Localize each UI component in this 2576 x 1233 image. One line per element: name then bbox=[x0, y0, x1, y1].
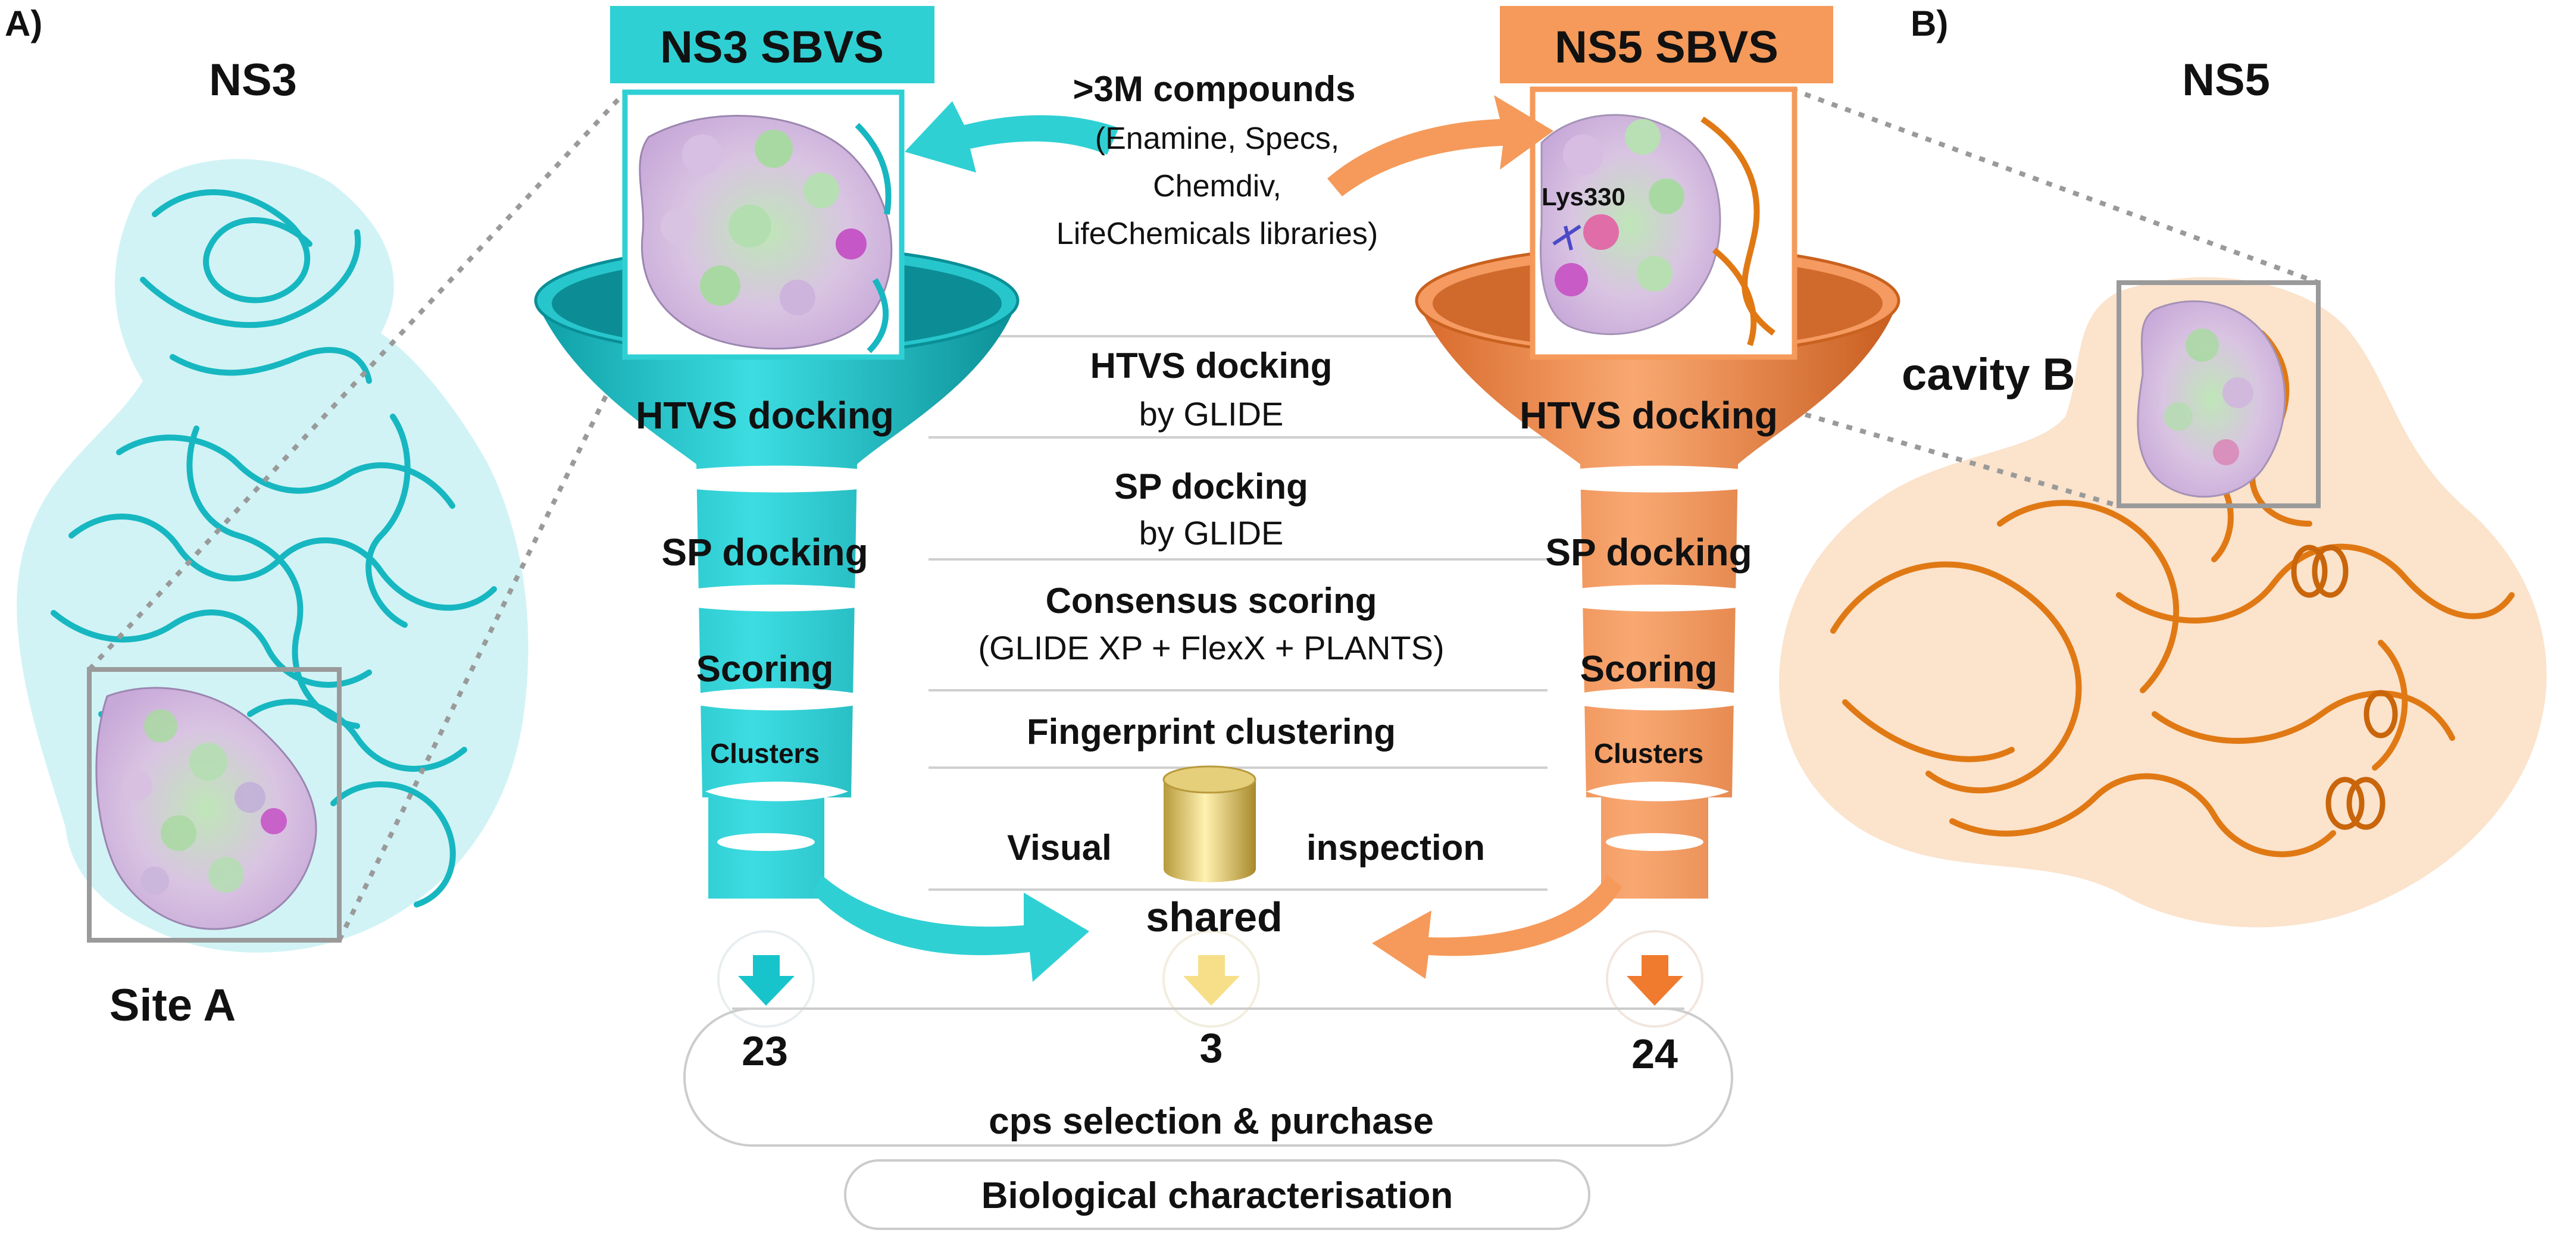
library-line-2: Chemdiv, bbox=[1153, 169, 1281, 204]
inspection-label: inspection bbox=[1306, 828, 1485, 868]
biological-box bbox=[844, 1159, 1590, 1230]
library-title: >3M compounds bbox=[1073, 69, 1355, 109]
step-4-title: Fingerprint clustering bbox=[1027, 712, 1396, 752]
step-2-subtitle: by GLIDE bbox=[1139, 514, 1284, 552]
selection-box bbox=[683, 1007, 1733, 1147]
ns3-pocket-frame bbox=[622, 89, 905, 360]
ns3-stage-sp: SP docking bbox=[661, 531, 868, 574]
ns3-header-label: NS3 SBVS bbox=[660, 22, 884, 73]
library-to-ns5-arrow bbox=[1327, 95, 1553, 196]
ns5-pocket-inset bbox=[1530, 86, 1797, 360]
lys330-label: Lys330 bbox=[1542, 183, 1625, 211]
ns5-to-shared-arrow bbox=[1372, 875, 1622, 979]
site-a-pocket-surface bbox=[95, 687, 317, 930]
panel-a-letter: A) bbox=[5, 4, 42, 43]
zoom-connectors bbox=[87, 87, 2319, 941]
shared-cylinder bbox=[1162, 765, 1256, 882]
cavity-b-box bbox=[2117, 280, 2321, 508]
site-a-box bbox=[87, 667, 342, 943]
library-line-1: (Enamine, Specs, bbox=[1095, 121, 1339, 156]
library-line-3: LifeChemicals libraries) bbox=[1056, 217, 1378, 251]
shared-count: 3 bbox=[1200, 1025, 1223, 1071]
visual-label: Visual bbox=[1007, 828, 1112, 868]
ns3-structure bbox=[17, 159, 529, 953]
ns3-pocket-inset bbox=[622, 89, 905, 360]
ns3-to-shared-arrow bbox=[812, 875, 1089, 982]
ns5-structure bbox=[1779, 277, 2547, 928]
ns5-header-label: NS5 SBVS bbox=[1555, 22, 1778, 73]
shared-label: shared bbox=[1146, 894, 1283, 940]
ns5-down-arrow bbox=[1606, 930, 1703, 1028]
ns5-count: 24 bbox=[1631, 1031, 1678, 1077]
ns3-funnel-gaps bbox=[637, 465, 917, 851]
ns5-surface bbox=[1779, 277, 2547, 928]
shared-down-arrow bbox=[1162, 930, 1260, 1028]
ns3-count: 23 bbox=[742, 1028, 788, 1074]
site-a-label: Site A bbox=[110, 980, 236, 1031]
step-2-title: SP docking bbox=[1114, 467, 1308, 506]
panel-b-letter: B) bbox=[1911, 4, 1948, 43]
ns3-stage-scoring: Scoring bbox=[696, 649, 834, 690]
ns5-funnel-gaps bbox=[1518, 465, 1797, 851]
ns5-header-box bbox=[1500, 6, 1833, 83]
ns3-header-box bbox=[610, 6, 934, 83]
ns5-stage-clusters: Clusters bbox=[1594, 738, 1703, 769]
step-1-subtitle: by GLIDE bbox=[1139, 395, 1284, 433]
ns3-down-arrow bbox=[717, 930, 815, 1028]
step-3-title: Consensus scoring bbox=[1046, 581, 1377, 621]
ns5-stage-scoring: Scoring bbox=[1580, 649, 1718, 690]
ns5-pocket-frame bbox=[1530, 86, 1797, 360]
ns3-stage-clusters: Clusters bbox=[710, 738, 820, 769]
ns5-stage-sp: SP docking bbox=[1545, 531, 1752, 574]
selection-label: cps selection & purchase bbox=[989, 1101, 1434, 1142]
cavity-b-label: cavity B bbox=[1902, 349, 2075, 400]
step-1-title: HTVS docking bbox=[1090, 346, 1333, 386]
ns3-stage-htvs: HTVS docking bbox=[636, 394, 894, 437]
panel-a-title: NS3 bbox=[209, 55, 297, 105]
library-to-ns3-arrow bbox=[905, 101, 1119, 173]
panel-b-title: NS5 bbox=[2182, 55, 2270, 105]
step-3-subtitle: (GLIDE XP + FlexX + PLANTS) bbox=[978, 629, 1444, 666]
ns5-stage-htvs: HTVS docking bbox=[1520, 394, 1778, 437]
cavity-b-pocket-surface bbox=[2137, 300, 2286, 498]
biological-label: Biological characterisation bbox=[981, 1175, 1453, 1216]
